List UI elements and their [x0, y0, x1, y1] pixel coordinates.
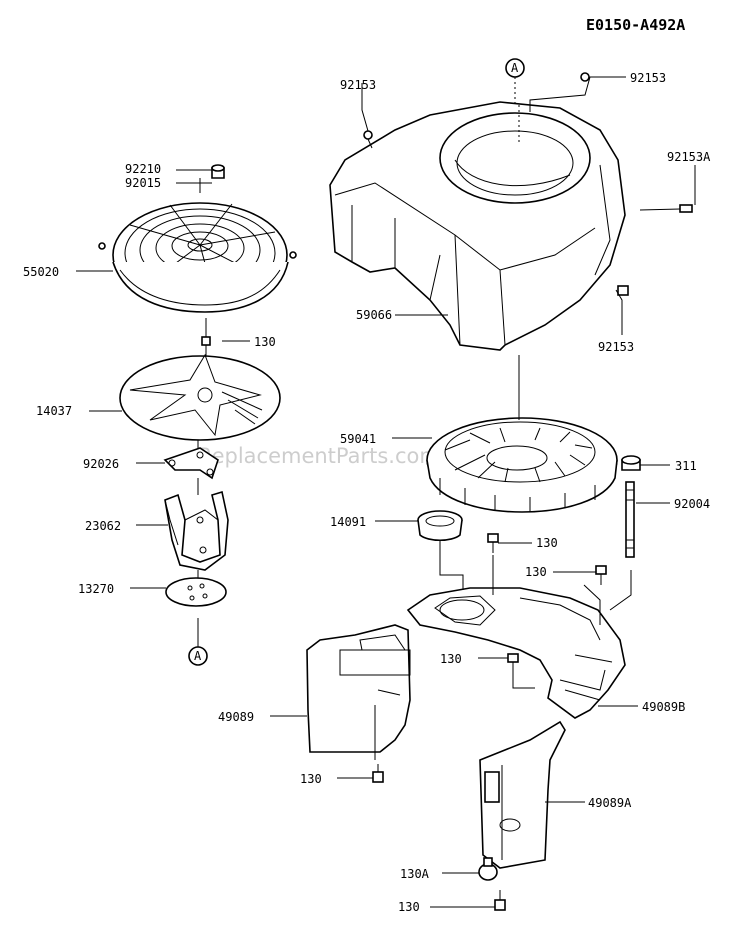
label-92026: 92026	[83, 457, 119, 471]
bolt-130A	[478, 857, 498, 881]
fan-bracket	[164, 490, 229, 571]
cooling-fan	[426, 417, 618, 513]
screen-screw	[211, 164, 225, 179]
label-92015: 92015	[125, 176, 161, 190]
label-130-b: 130	[536, 536, 558, 550]
nut	[621, 455, 641, 471]
label-92153A: 92153A	[667, 150, 711, 164]
disc-plate	[165, 577, 227, 607]
bolt-130-right	[595, 565, 607, 585]
label-49089: 49089	[218, 710, 254, 724]
leader-lines	[76, 76, 696, 908]
stud	[625, 481, 635, 558]
ref-marker-top-label: A	[511, 61, 519, 75]
label-130-d: 130	[440, 652, 462, 666]
lower-baffle	[406, 587, 626, 719]
label-59041: 59041	[340, 432, 376, 446]
label-49089B: 49089B	[642, 700, 685, 714]
label-13270: 13270	[78, 582, 114, 596]
bolt-92153-right	[617, 285, 629, 296]
label-55020: 55020	[23, 265, 59, 279]
watermark: eReplacementParts.com	[185, 444, 440, 468]
ref-marker-bottom: A	[188, 618, 208, 666]
assembly-lines	[197, 105, 632, 689]
part-labels: 92153 92153 92153A 92153 92210 92015 550…	[23, 71, 711, 914]
label-92210: 92210	[125, 162, 161, 176]
drawing-code: E0150-A492A	[586, 16, 685, 34]
label-130-e: 130	[300, 772, 322, 786]
label-130A: 130A	[400, 867, 430, 881]
label-49089A: 49089A	[588, 796, 632, 810]
label-92153-right: 92153	[598, 340, 634, 354]
ref-marker-top: A	[505, 58, 525, 105]
label-14037: 14037	[36, 404, 72, 418]
label-130-c: 130	[525, 565, 547, 579]
label-92004: 92004	[674, 497, 710, 511]
bolt-92153-left	[363, 130, 373, 149]
fan-plate	[119, 353, 281, 441]
blower-housing	[329, 101, 626, 351]
bolt-92153-top	[580, 72, 590, 82]
spacer-plate	[163, 447, 219, 480]
bolt-130-top	[201, 336, 211, 356]
bolt-130-mid	[487, 533, 499, 553]
label-130-f: 130	[398, 900, 420, 914]
label-23062: 23062	[85, 519, 121, 533]
label-92153-top: 92153	[630, 71, 666, 85]
bolt-92153A	[639, 204, 693, 213]
side-baffle	[306, 624, 411, 760]
label-14091: 14091	[330, 515, 366, 529]
label-130-a: 130	[254, 335, 276, 349]
fan-screen	[98, 202, 297, 313]
collar	[417, 510, 463, 542]
bolt-130-bottom	[494, 890, 506, 911]
bolt-130-bottom-left	[372, 764, 384, 783]
label-59066: 59066	[356, 308, 392, 322]
ref-marker-bottom-label: A	[194, 649, 202, 663]
label-311: 311	[675, 459, 697, 473]
label-92153-left: 92153	[340, 78, 376, 92]
bolt-130-low	[507, 653, 519, 672]
rear-baffle	[479, 720, 566, 869]
